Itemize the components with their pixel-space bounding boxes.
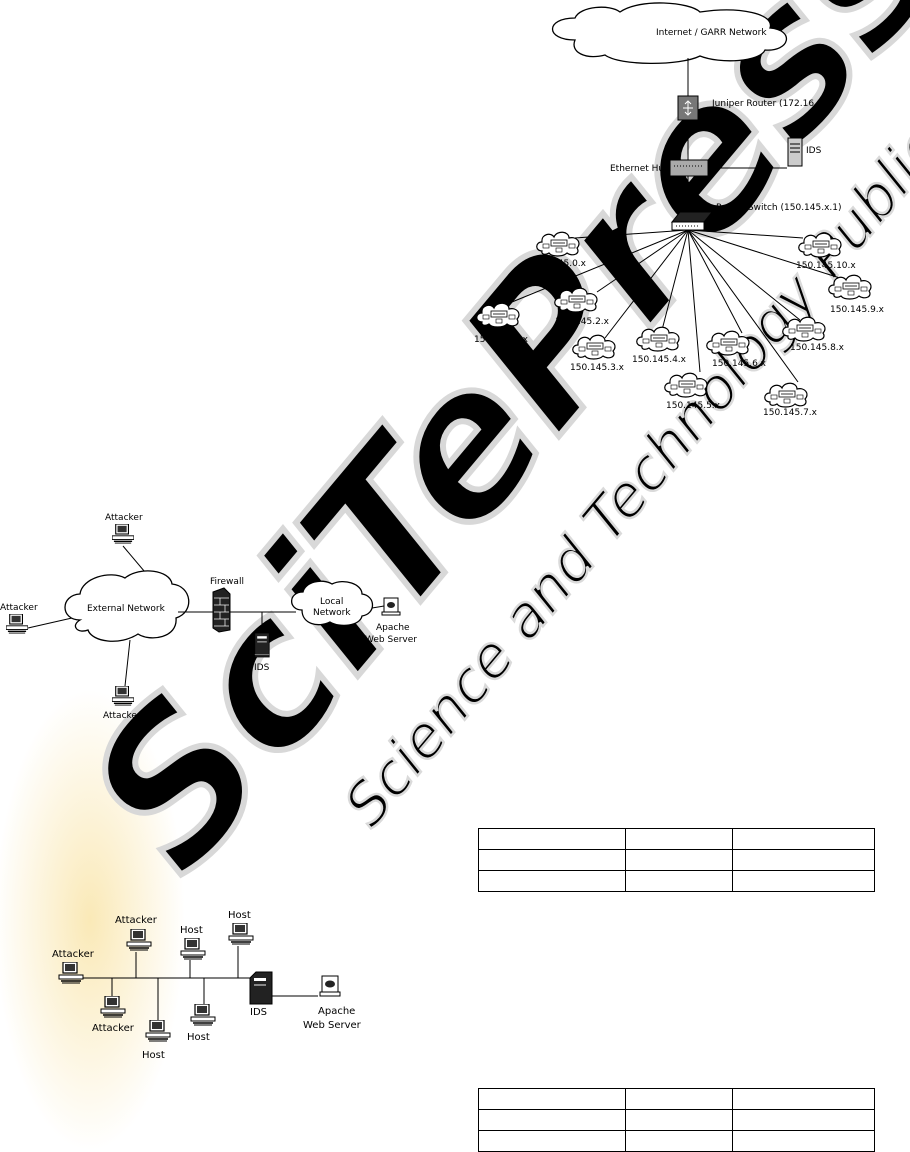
hub-icon — [669, 159, 709, 177]
mid-apache-icon — [381, 597, 401, 616]
bottom-host-1-label: Host — [142, 1050, 165, 1061]
subnet-label-0: 150.145.0.x — [532, 259, 587, 269]
bottom-host-3-icon — [228, 923, 254, 945]
subnet-label-2: 150.145.2.x — [555, 317, 610, 327]
subnet-cloud-3 — [572, 334, 616, 360]
mid-attacker-bottom-icon — [112, 686, 134, 706]
local-network-label-2: Network — [313, 608, 351, 618]
subnet-cloud-5 — [664, 372, 708, 398]
subnet-label-1: 150.145.1.x — [474, 335, 529, 345]
diagram-top: Internet / GARR Network Juniper Router (… — [474, 2, 885, 418]
diagram-bottom: Attacker Attacker Attacker Host Host Hos… — [52, 910, 362, 1061]
mid-apache-label-2: Web Server — [365, 635, 417, 645]
bottom-attacker-bottom-icon — [100, 996, 126, 1018]
subnet-cloud-6 — [706, 330, 750, 356]
external-network-label: External Network — [87, 604, 166, 614]
table-row — [478, 1130, 875, 1152]
bottom-host-2-icon — [180, 938, 206, 960]
hub-label: Ethernet Hub — [610, 164, 670, 174]
mid-attacker-bottom-label: Attacker — [103, 711, 141, 721]
subnet-cloud-2 — [554, 287, 598, 313]
bottom-attacker-top-icon — [126, 929, 152, 951]
table-1 — [478, 828, 875, 892]
subnet-label-10: 150.145.10.x — [796, 261, 856, 271]
router-label: Juniper Router (172.16.1.1) — [711, 99, 835, 109]
bottom-host-2-label: Host — [180, 925, 203, 936]
subnet-label-8: 150.145.8.x — [790, 343, 845, 353]
switch-icon — [670, 211, 714, 231]
bottom-host-4-icon — [190, 1004, 216, 1026]
diagram-mid: Attacker Attacker Attacker External Netw… — [0, 513, 417, 721]
table-row — [478, 1088, 875, 1110]
bottom-ids-icon — [249, 971, 273, 1005]
subnet-cloud-9 — [828, 274, 872, 300]
table-2 — [478, 1088, 875, 1152]
subnet-label-6: 150.145.6.x — [712, 359, 767, 369]
watermark-logo-glow — [0, 690, 185, 1150]
subnet-cloud-8 — [782, 316, 826, 342]
table-row — [478, 870, 875, 892]
subnet-label-3: 150.145.3.x — [570, 363, 625, 373]
mid-attacker-left-icon — [6, 614, 28, 634]
bottom-host-3-label: Host — [228, 910, 251, 921]
bottom-host-4-label: Host — [187, 1032, 210, 1043]
top-ids-label: IDS — [806, 146, 822, 156]
subnet-label-4: 150.145.4.x — [632, 355, 687, 365]
local-network-cloud — [290, 580, 374, 627]
table-row — [478, 849, 875, 871]
bottom-apache-icon — [319, 975, 341, 997]
bottom-host-1-icon — [145, 1020, 171, 1042]
table-row — [478, 828, 875, 850]
mid-apache-label-1: Apache — [376, 623, 410, 633]
internet-cloud — [551, 2, 788, 64]
bottom-ids-label: IDS — [250, 1007, 267, 1018]
bottom-attacker-left-label: Attacker — [52, 949, 95, 960]
table-row — [478, 1109, 875, 1131]
internet-label: Internet / GARR Network — [656, 28, 767, 38]
mid-attacker-top-label: Attacker — [105, 513, 143, 523]
firewall-icon — [212, 587, 231, 633]
subnet-cloud-1 — [476, 302, 520, 328]
external-network-cloud — [64, 570, 190, 642]
bottom-attacker-left-icon — [58, 962, 84, 984]
subnet-cloud-10 — [798, 232, 842, 258]
subnet-label-5: 150.145.5.x — [666, 401, 721, 411]
subnet-label-9: 150.145.9.x — [830, 305, 885, 315]
mid-attacker-left-label: Attacker — [0, 603, 38, 613]
bottom-attacker-top-label: Attacker — [115, 915, 158, 926]
bottom-attacker-bottom-label: Attacker — [92, 1023, 135, 1034]
subnet-cloud-4 — [636, 326, 680, 352]
bottom-apache-label-1: Apache — [318, 1006, 355, 1017]
subnet-cloud-7 — [764, 382, 808, 408]
mid-ids-icon — [254, 632, 270, 658]
switch-label: Rapier Switch (150.145.x.1) — [716, 203, 842, 213]
mid-ids-label: IDS — [254, 663, 270, 673]
subnet-label-7: 150.145.7.x — [763, 408, 818, 418]
top-ids-icon — [787, 137, 803, 167]
firewall-label: Firewall — [210, 577, 244, 587]
local-network-label-1: Local — [320, 597, 343, 607]
bottom-apache-label-2: Web Server — [303, 1020, 362, 1031]
subnet-cloud-0 — [536, 231, 580, 257]
mid-attacker-top-icon — [112, 524, 134, 544]
